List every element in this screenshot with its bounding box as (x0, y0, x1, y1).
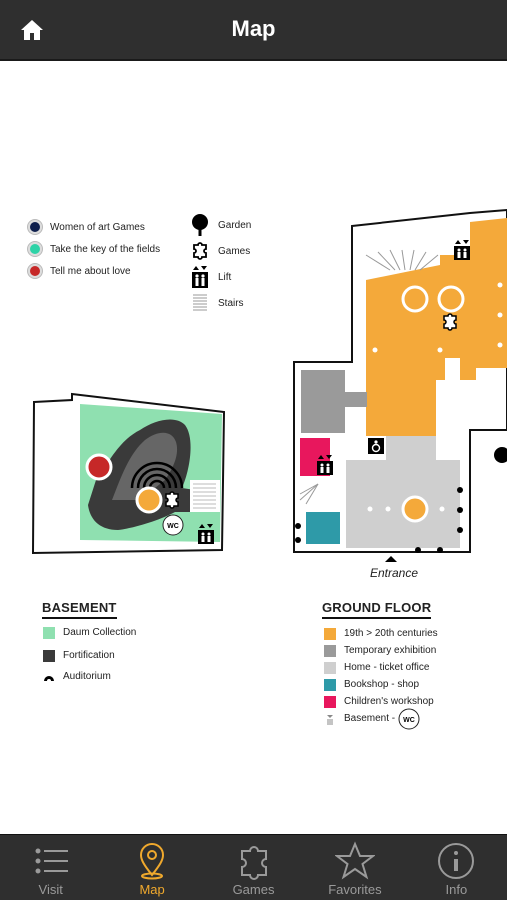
wc-icon (162, 514, 184, 536)
map-pin-icon (140, 843, 165, 880)
legend-item-key-of-fields: Take the key of the fields (28, 238, 160, 260)
swatch (324, 661, 336, 674)
tab-info[interactable]: Info (406, 835, 507, 900)
swatch (43, 649, 55, 662)
key-item-basement-wc: Basement - WC (324, 708, 438, 729)
legend-dot (28, 242, 42, 256)
museum-floor-map[interactable]: WC (0, 0, 507, 834)
ground-floor-key: 19th > 20th centuries Temporary exhibiti… (324, 625, 438, 729)
auditorium-icon (44, 675, 54, 681)
puzzle-icon (190, 240, 210, 262)
key-item-fortification: Fortification (43, 647, 136, 664)
games-legend: Women of art Games Take the key of the f… (28, 216, 160, 282)
legend-item-stairs: Stairs (190, 290, 251, 316)
legend-item-games: Games (190, 238, 251, 264)
legend-item-tell-me-about-love: Tell me about love (28, 260, 160, 282)
legend-dot (28, 264, 42, 278)
wc-label: WC (167, 523, 179, 530)
basement-plan: WC (31, 392, 226, 555)
games-marker[interactable] (135, 486, 163, 514)
lift-icon (317, 455, 333, 475)
puzzle-icon (240, 846, 267, 880)
swatch (324, 678, 336, 691)
stairs-down-icon (327, 714, 333, 724)
swatch (43, 626, 55, 639)
key-item-bookshop: Bookshop - shop (324, 676, 438, 693)
icon-legend: Garden Games Lift Stairs (190, 212, 251, 316)
swatch (324, 627, 336, 640)
stairs-fan (299, 249, 439, 505)
home-icon[interactable] (20, 18, 44, 42)
tree-icon (190, 214, 210, 236)
legend-item-women-of-art: Women of art Games (28, 216, 160, 238)
legend-item-garden: Garden (190, 212, 251, 238)
bookshop-area (306, 512, 340, 544)
swatch (324, 695, 336, 708)
entrance-label: Entrance (370, 566, 419, 580)
centuries-marker-2[interactable] (437, 285, 465, 313)
stairs-icon (190, 292, 210, 314)
temporary-exhibition-area (301, 370, 345, 433)
entrance-arrow-icon (385, 556, 397, 562)
auditorium-icon (130, 461, 184, 489)
wc-icon: WC (398, 708, 420, 729)
centuries-area (366, 218, 507, 436)
ground-floor-title: GROUND FLOOR (322, 600, 432, 619)
key-item-daum-collection: Daum Collection (43, 624, 136, 641)
key-item-home-ticket-office: Home - ticket office (324, 659, 438, 676)
lift-icon (198, 524, 214, 544)
tab-games[interactable]: Games (203, 835, 304, 900)
key-item-centuries: 19th > 20th centuries (324, 625, 438, 642)
key-item-temporary-exhibition: Temporary exhibition (324, 642, 438, 659)
swatch (324, 644, 336, 657)
home-marker[interactable] (401, 495, 429, 523)
tab-bar: Visit Map Games Favorites Info (0, 834, 507, 900)
info-icon (438, 843, 475, 879)
svg-text:WC: WC (403, 717, 415, 724)
tell-me-about-love-marker[interactable] (85, 453, 113, 481)
basement-key: Daum Collection Fortification Auditorium (43, 624, 136, 685)
legend-item-lift: Lift (190, 264, 251, 290)
tab-visit[interactable]: Visit (0, 835, 101, 900)
key-item-childrens-workshop: Children's workshop (324, 693, 438, 710)
centuries-marker-1[interactable] (401, 285, 429, 313)
tab-favorites[interactable]: Favorites (304, 835, 405, 900)
list-icon (35, 848, 68, 874)
ground-floor-plan (293, 208, 507, 562)
basement-title: BASEMENT (42, 600, 117, 619)
garden-marker-icon (494, 447, 507, 463)
legend-dot (28, 220, 42, 234)
app-header: Map (0, 0, 507, 61)
star-icon (334, 841, 375, 880)
key-item-auditorium: Auditorium (43, 668, 136, 685)
wheelchair-icon (368, 438, 384, 454)
puzzle-icon (165, 491, 179, 509)
puzzle-icon (443, 313, 457, 331)
lift-icon (454, 240, 470, 260)
page-title: Map (231, 16, 276, 41)
tab-map[interactable]: Map (101, 835, 202, 900)
lift-icon (190, 266, 210, 288)
